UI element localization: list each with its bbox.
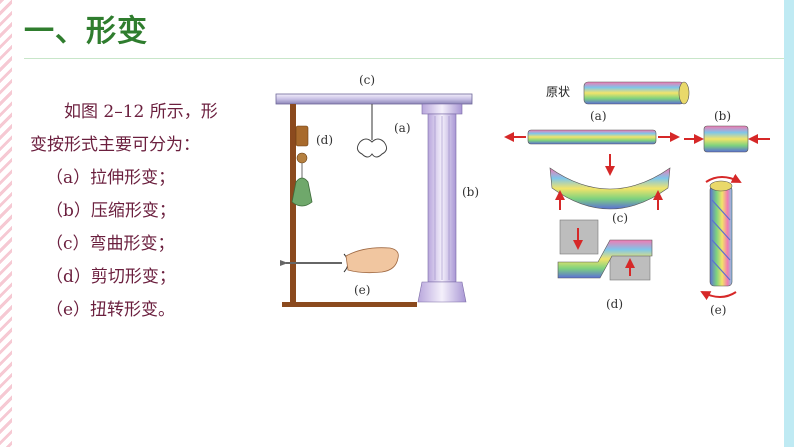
- list-item-c: （c）弯曲形变；: [46, 234, 175, 254]
- bent-rod: [549, 167, 671, 210]
- title-divider: [24, 58, 784, 59]
- clamp: [295, 125, 309, 147]
- slide-title: 一、形变: [24, 14, 148, 49]
- label-original: 原状: [546, 85, 570, 99]
- label-a: (a): [394, 121, 411, 135]
- left-decor-stripe: [0, 0, 12, 447]
- hanging-cloth: [291, 177, 313, 207]
- label-c-right: (c): [612, 211, 628, 225]
- compressed-rod: [703, 125, 749, 153]
- label-a-right: (a): [590, 109, 607, 123]
- deformation-types-figure: 原状 (a) (b) (c) (d) (e): [504, 81, 770, 317]
- label-b-right: (b): [714, 109, 731, 123]
- deformation-apparatus-figure: (c) (d) (a) (b) (e): [275, 73, 479, 307]
- label-b: (b): [462, 185, 479, 199]
- paragraph-line-1: 如图 2–12 所示，形: [64, 102, 218, 122]
- wooden-post: [290, 104, 296, 304]
- label-e-right: (e): [710, 303, 726, 317]
- list-item-b: （b）压缩形变；: [46, 201, 176, 221]
- label-c: (c): [359, 73, 375, 87]
- sheared-rod: [557, 239, 653, 279]
- pillar-capital: [421, 103, 463, 115]
- right-decor-stripe: [784, 0, 794, 447]
- spring-clip: [356, 138, 388, 158]
- list-item-e: （e）扭转形变。: [46, 300, 176, 320]
- label-d: (d): [316, 133, 333, 147]
- label-e: (e): [354, 283, 370, 297]
- label-d-right: (d): [606, 297, 623, 311]
- pillar-base: [417, 281, 467, 303]
- text-block: 如图 2–12 所示，形 变按形式主要可分为： （a）拉伸形变； （b）压缩形变…: [30, 96, 260, 327]
- hand: [345, 247, 399, 274]
- list-item-d: （d）剪切形变；: [46, 267, 176, 287]
- list-item-a: （a）拉伸形变；: [46, 168, 176, 188]
- original-rod: [583, 81, 685, 105]
- stretched-rod: [527, 129, 657, 145]
- wooden-base: [282, 302, 417, 307]
- paragraph-line-2: 变按形式主要可分为：: [30, 135, 200, 155]
- top-beam: [275, 93, 473, 105]
